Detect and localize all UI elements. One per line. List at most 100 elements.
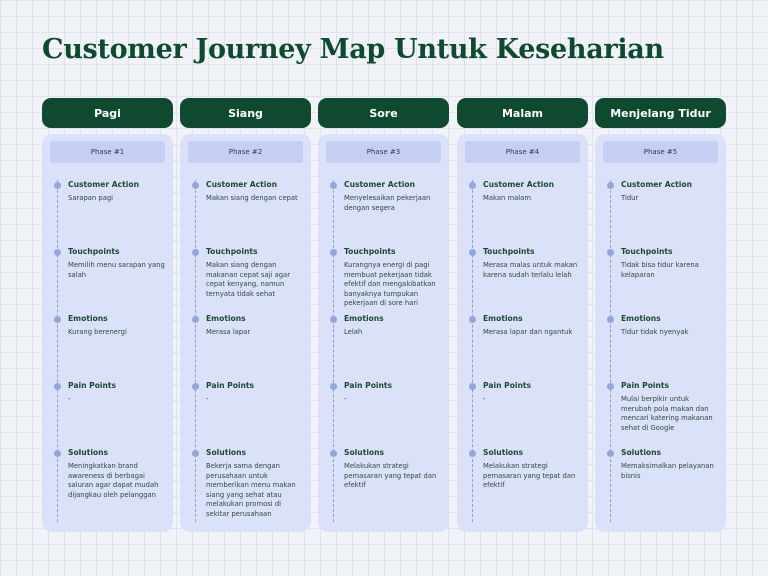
timeline-dot-icon xyxy=(469,249,476,256)
section-label: Emotions xyxy=(68,314,108,323)
section-label: Customer Action xyxy=(344,180,416,189)
section-text: Kurang berenergi xyxy=(68,328,127,336)
timeline-line xyxy=(472,180,473,522)
timeline-dot-icon xyxy=(192,249,199,256)
timeline-dot-icon xyxy=(54,182,61,189)
timeline-dot-icon xyxy=(54,383,61,390)
section-label: Touchpoints xyxy=(621,247,673,256)
section-label: Solutions xyxy=(68,448,109,457)
phase-badge: Phase #3 xyxy=(326,141,441,163)
section-text: Sarapan pagi xyxy=(68,194,114,202)
phase-badge: Phase #1 xyxy=(50,141,165,163)
section-text: Makan siang dengan cepat xyxy=(206,194,298,202)
timeline-dot-icon xyxy=(607,450,614,457)
section-label: Customer Action xyxy=(483,180,555,189)
timeline-line xyxy=(195,180,196,522)
section-text: Memilih menu sarapan yang salah xyxy=(68,261,165,279)
section-label: Emotions xyxy=(483,314,523,323)
section-label: Solutions xyxy=(206,448,247,457)
timeline-dot-icon xyxy=(330,182,337,189)
section-text: - xyxy=(206,395,209,403)
section-label: Emotions xyxy=(344,314,384,323)
section-text: Makan malam xyxy=(483,194,531,202)
column-header: Siang xyxy=(180,98,311,128)
timeline-dot-icon xyxy=(469,182,476,189)
section-text: Menyelesaikan pekerjaan dengan segera xyxy=(344,194,431,212)
section-text: Melakukan strategi pemasaran yang tepat … xyxy=(344,462,437,489)
section-text: Meningkatkan brand awareness di berbagai… xyxy=(68,462,159,499)
column-header: Menjelang Tidur xyxy=(595,98,726,128)
timeline-dot-icon xyxy=(330,249,337,256)
section-label: Customer Action xyxy=(621,180,693,189)
column-header: Malam xyxy=(457,98,588,128)
timeline-dot-icon xyxy=(607,316,614,323)
section-label: Pain Points xyxy=(68,381,117,390)
section-label: Solutions xyxy=(483,448,524,457)
section-text: Merasa malas untuk makan karena sudah te… xyxy=(483,261,578,279)
timeline-dot-icon xyxy=(192,182,199,189)
section-text: Lelah xyxy=(344,328,363,336)
section-text: Merasa lapar xyxy=(206,328,251,336)
section-text: Melakukan strategi pemasaran yang tepat … xyxy=(483,462,576,489)
column-header: Sore xyxy=(318,98,449,128)
section-label: Customer Action xyxy=(68,180,140,189)
phase-badge: Phase #2 xyxy=(188,141,303,163)
section-label: Pain Points xyxy=(483,381,532,390)
timeline-line xyxy=(57,180,58,522)
section-label: Customer Action xyxy=(206,180,278,189)
section-label: Emotions xyxy=(621,314,661,323)
section-label: Solutions xyxy=(621,448,662,457)
timeline-dot-icon xyxy=(469,383,476,390)
timeline-dot-icon xyxy=(192,450,199,457)
timeline-dot-icon xyxy=(54,316,61,323)
timeline-dot-icon xyxy=(469,316,476,323)
phase-badge: Phase #4 xyxy=(465,141,580,163)
section-text: Tidur xyxy=(621,194,639,202)
section-text: Bekerja sama dengan perusahaan untuk mem… xyxy=(206,462,296,518)
timeline-dot-icon xyxy=(607,383,614,390)
section-label: Solutions xyxy=(344,448,385,457)
timeline-dot-icon xyxy=(192,383,199,390)
section-label: Touchpoints xyxy=(344,247,396,256)
timeline-dot-icon xyxy=(607,249,614,256)
section-text: Memaksimalkan pelayanan bisnis xyxy=(621,462,714,480)
section-text: Merasa lapar dan ngantuk xyxy=(483,328,573,336)
section-label: Touchpoints xyxy=(68,247,120,256)
timeline-dot-icon xyxy=(192,316,199,323)
section-text: - xyxy=(344,395,347,403)
section-text: - xyxy=(68,395,71,403)
section-text: Tidak bisa tidur karena kelaparan xyxy=(621,261,699,279)
section-label: Pain Points xyxy=(344,381,393,390)
section-text: - xyxy=(483,395,486,403)
column-header: Pagi xyxy=(42,98,173,128)
timeline-line xyxy=(333,180,334,522)
section-label: Touchpoints xyxy=(483,247,535,256)
section-label: Touchpoints xyxy=(206,247,258,256)
timeline-line xyxy=(610,180,611,522)
timeline-dot-icon xyxy=(330,316,337,323)
timeline-dot-icon xyxy=(54,450,61,457)
phase-badge: Phase #5 xyxy=(603,141,718,163)
timeline-dot-icon xyxy=(330,383,337,390)
page-title: Customer Journey Map Untuk Keseharian xyxy=(42,34,664,65)
section-text: Tidur tidak nyenyak xyxy=(621,328,689,336)
timeline-dot-icon xyxy=(607,182,614,189)
section-text: Mulai berpikir untuk merubah pola makan … xyxy=(621,395,713,432)
section-label: Emotions xyxy=(206,314,246,323)
section-text: Makan siang dengan makanan cepat saji ag… xyxy=(206,261,291,298)
section-text: Kurangnya energi di pagi membuat pekerja… xyxy=(344,261,436,307)
timeline-dot-icon xyxy=(330,450,337,457)
timeline-dot-icon xyxy=(469,450,476,457)
section-label: Pain Points xyxy=(621,381,670,390)
timeline-dot-icon xyxy=(54,249,61,256)
